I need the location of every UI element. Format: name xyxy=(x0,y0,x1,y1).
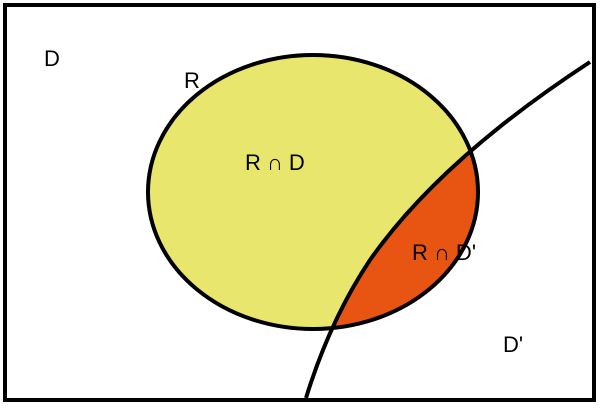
label-d-complement: D' xyxy=(503,332,523,357)
boundary-curve xyxy=(304,60,592,399)
label-r-intersect-d-complement: R ∩ D' xyxy=(412,240,476,265)
label-r: R xyxy=(184,68,200,93)
circle-r-outline xyxy=(146,53,480,331)
label-r-intersect-d: R ∩ D xyxy=(245,150,305,175)
label-d: D xyxy=(44,46,60,71)
